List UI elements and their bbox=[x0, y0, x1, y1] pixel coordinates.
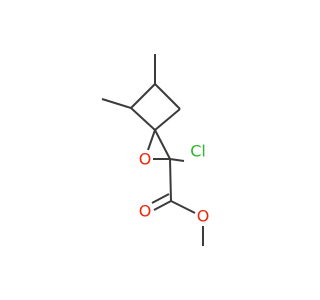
bond-co-double-b bbox=[151, 193, 170, 204]
bond-c5-c1 bbox=[154, 108, 181, 131]
bond-c1-c3 bbox=[130, 107, 156, 131]
bond-c2-cl bbox=[169, 158, 185, 162]
bond-c4-c5 bbox=[154, 83, 181, 110]
bond-c1-o-ring bbox=[147, 129, 156, 151]
atom-o-ester: O bbox=[197, 207, 210, 226]
atom-o-epoxide: O bbox=[139, 150, 152, 169]
bond-co-double-a bbox=[153, 200, 172, 211]
bond-c-o-ester bbox=[170, 200, 196, 214]
bond-c3-methyl bbox=[101, 98, 132, 109]
structure-diagram: O Cl O O bbox=[101, 54, 210, 246]
bond-c1-c2 bbox=[154, 129, 171, 160]
bond-c3-c4 bbox=[130, 83, 156, 109]
bond-c2-carbonyl-c bbox=[169, 158, 172, 202]
atom-o-carbonyl: O bbox=[139, 202, 152, 221]
molecule-canvas: O Cl O O bbox=[101, 54, 210, 246]
atom-cl: Cl bbox=[190, 142, 206, 161]
